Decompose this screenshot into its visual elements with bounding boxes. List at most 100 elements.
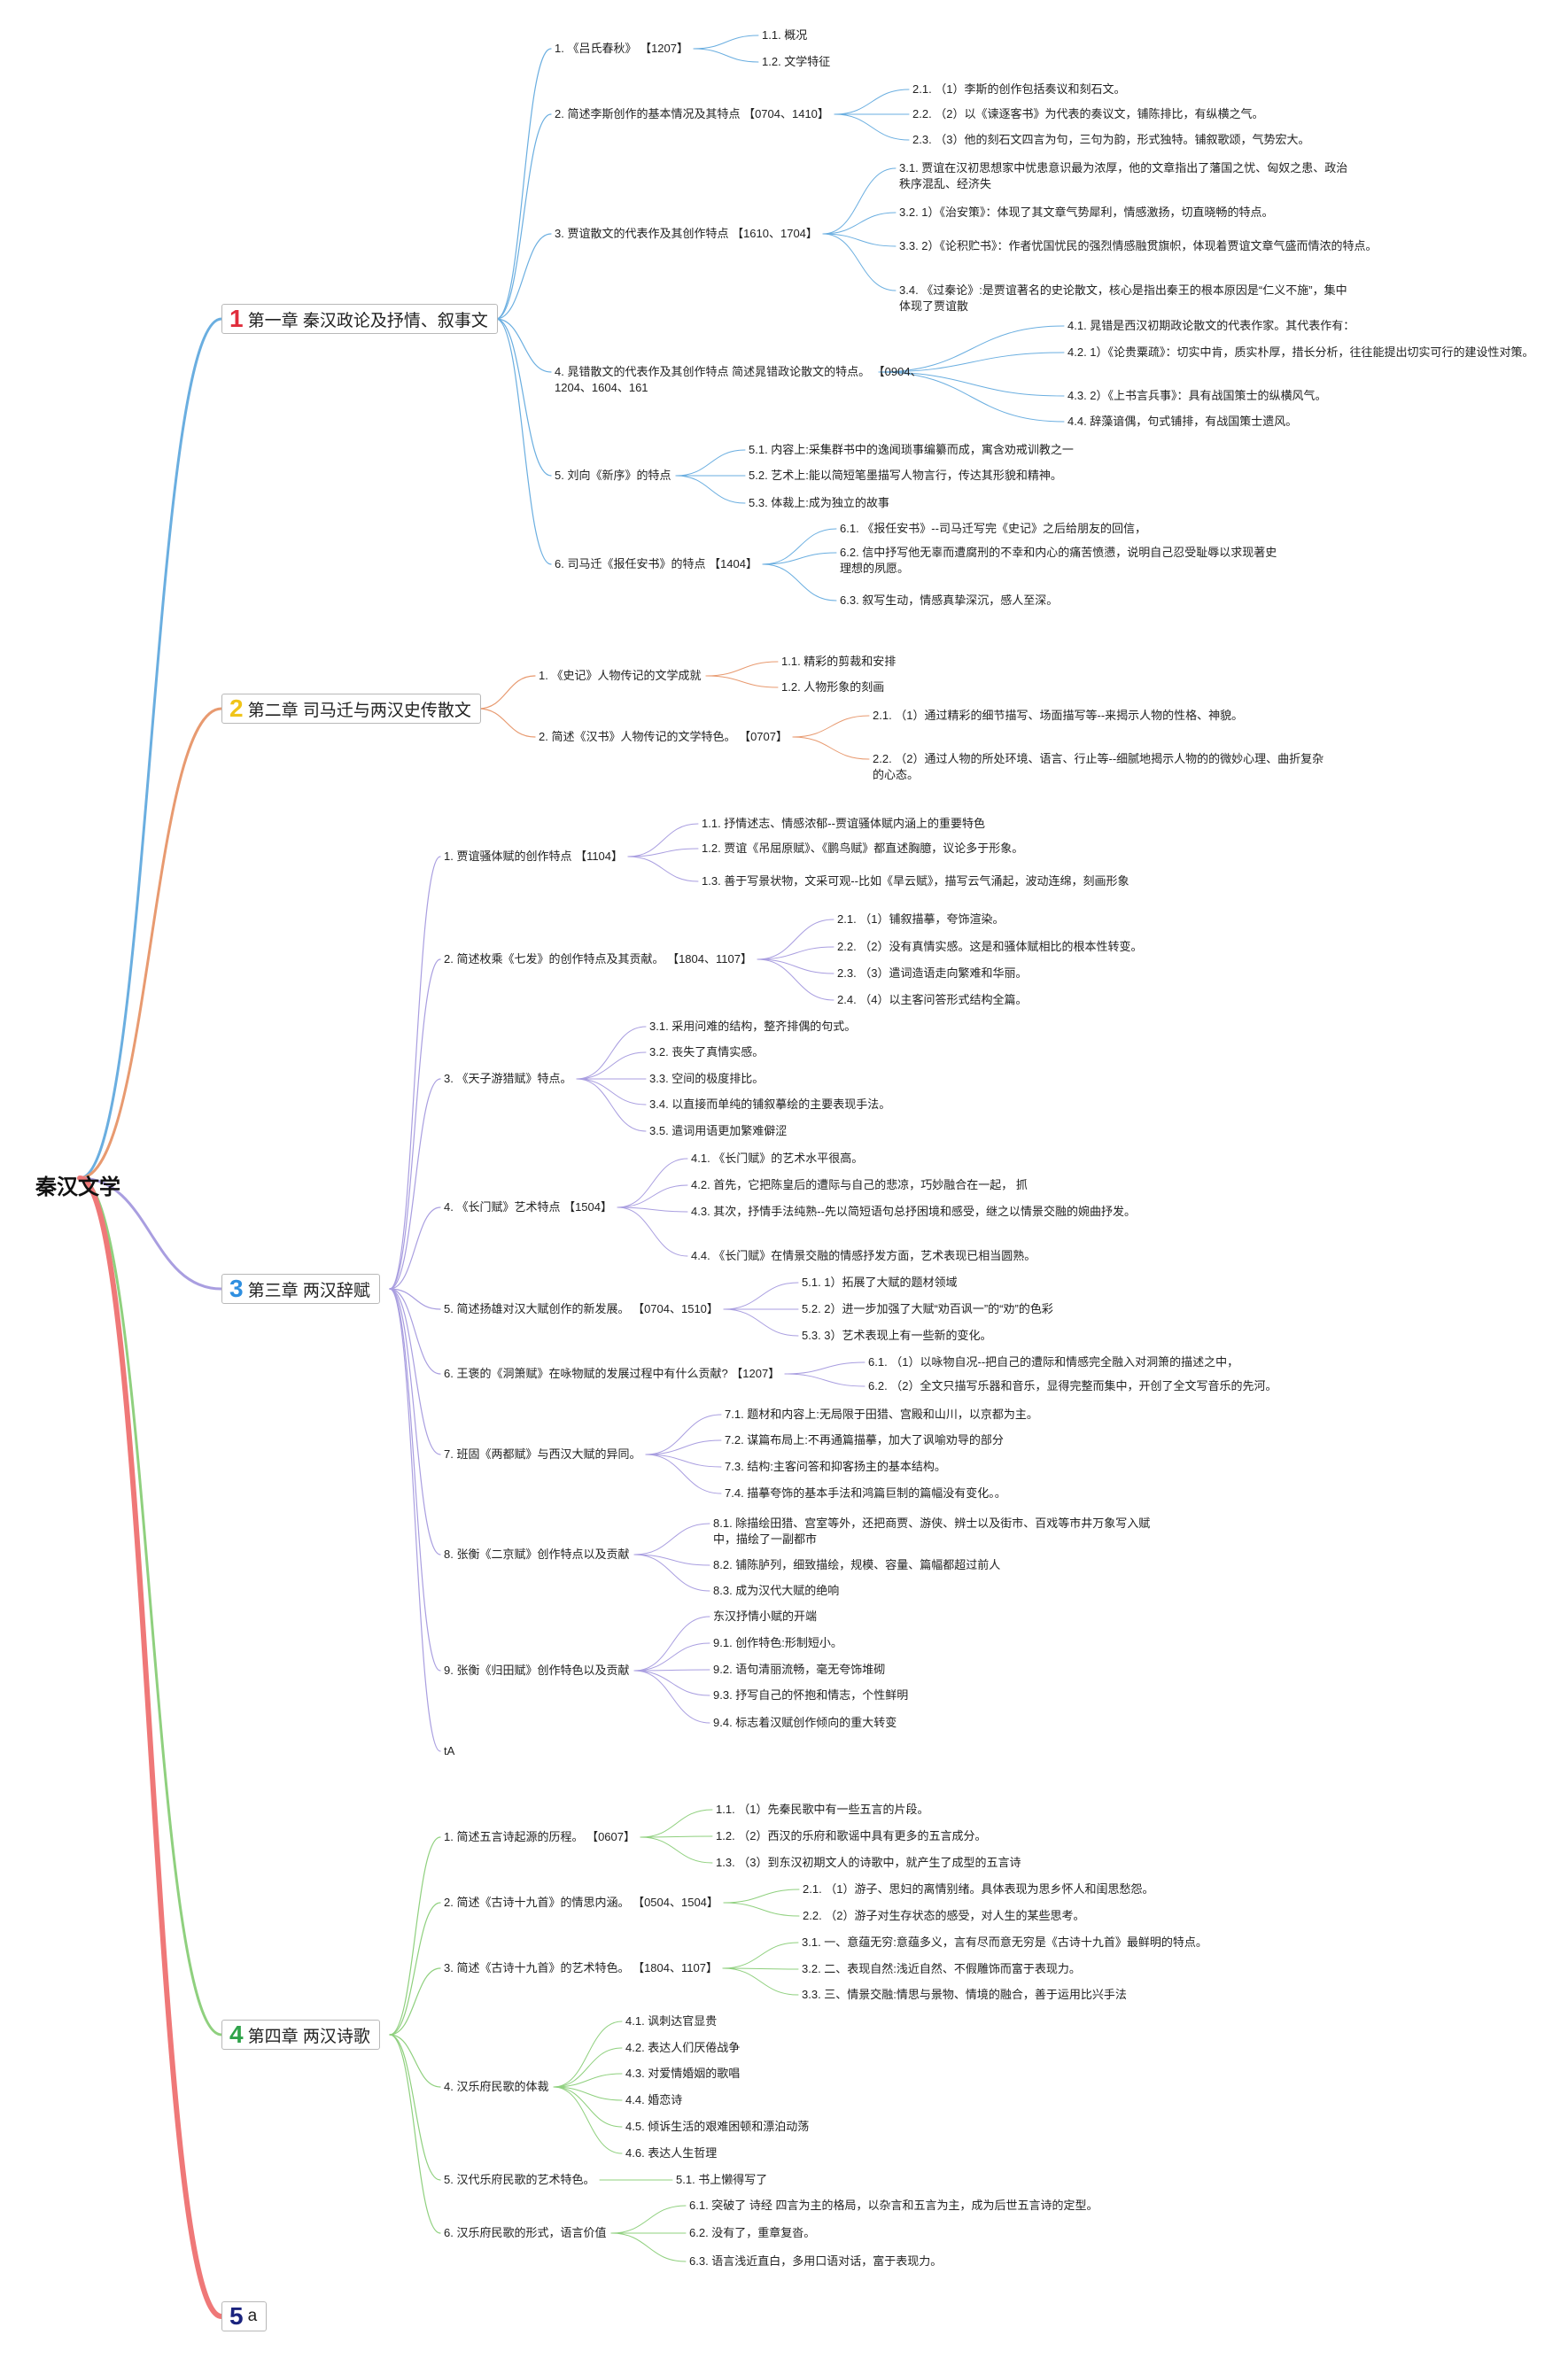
sub-item[interactable]: 2.4. （4）以主客问答形式结构全篇。 — [837, 993, 1028, 1006]
sub-item[interactable]: 5.1. 1）拓展了大赋的题材领域 — [802, 1276, 958, 1289]
sub-item[interactable]: 1.3. （3）到东汉初期文人的诗歌中，就产生了成型的五言诗 — [716, 1856, 1021, 1869]
sub-item[interactable]: 4.2. 首先，它把陈皇后的遭际与自己的悲凉，巧妙融合在一起， 抓 — [691, 1178, 1028, 1191]
sub-item[interactable]: 6.3. 叙写生动，情感真挚深沉，感人至深。 — [840, 593, 1059, 607]
sub-item[interactable]: 6.2. 信中抒写他无辜而遭腐刑的不幸和内心的痛苦愤懑，说明自己忍受耻辱以求现著… — [840, 546, 1277, 575]
sub-item[interactable]: 2.2. （2）以《谏逐客书》为代表的奏议文，铺陈排比，有纵横之气。 — [912, 107, 1264, 120]
sub-item[interactable]: 4.2. 表达人们厌倦战争 — [625, 2041, 741, 2054]
sub-item[interactable]: 4.3. 对爱情婚姻的歌唱 — [625, 2067, 741, 2080]
sub-item[interactable]: 1.2. 人物形象的刻画 — [781, 680, 885, 694]
sub-item[interactable]: 5.3. 3）艺术表现上有一些新的变化。 — [802, 1329, 992, 1342]
sub-item[interactable]: 5.3. 体裁上:成为独立的故事 — [749, 496, 889, 509]
sub-item[interactable]: 9.4. 标志着汉赋创作倾向的重大转变 — [713, 1716, 897, 1729]
section-item[interactable]: 6. 王褒的《洞箫赋》在咏物赋的发展过程中有什么贡献? 【1207】 — [444, 1367, 780, 1380]
sub-item[interactable]: 2.2. （2）没有真情实感。这是和骚体赋相比的根本性转变。 — [837, 940, 1143, 953]
sub-item[interactable]: 8.2. 铺陈胪列，细致描绘，规模、容量、篇幅都超过前人 — [713, 1558, 1001, 1571]
sub-item[interactable]: 3.1. 一、意蕴无穷:意蕴多义，言有尽而意无穷是《古诗十九首》最鲜明的特点。 — [802, 1935, 1207, 1949]
sub-item[interactable]: 1.2. 文学特征 — [762, 55, 831, 68]
section-item[interactable]: 1. 简述五言诗起源的历程。 【0607】 — [444, 1830, 635, 1843]
sub-item[interactable]: 9.3. 抒写自己的怀抱和情志，个性鲜明 — [713, 1688, 909, 1702]
section-item[interactable]: 7. 班固《两都赋》与西汉大赋的异同。 — [444, 1447, 641, 1461]
sub-item[interactable]: 4.1. 讽刺达官显贵 — [625, 2014, 718, 2028]
sub-item[interactable]: 6.1. （1）以咏物自况--把自己的遭际和情感完全融入对洞箫的描述之中， — [868, 1355, 1239, 1369]
sub-item[interactable]: 4.5. 倾诉生活的艰难困顿和漂泊动荡 — [625, 2120, 810, 2133]
sub-item[interactable]: 3.3. 三、情景交融:情思与景物、情境的融合，善于运用比兴手法 — [802, 1988, 1127, 2001]
sub-item[interactable]: 2.3. （3）他的刻石文四言为句，三句为韵，形式独特。铺叙歌颂，气势宏大。 — [912, 133, 1310, 146]
sub-item[interactable]: 6.1. 《报任安书》--司马迁写完《史记》之后给朋友的回信， — [840, 522, 1146, 535]
sub-item[interactable]: 1.1. 概况 — [762, 28, 808, 42]
sub-item[interactable]: 6.2. （2）全文只描写乐器和音乐，显得完整而集中，开创了全文写音乐的先河。 — [868, 1379, 1277, 1392]
sub-item[interactable]: 5.1. 内容上:采集群书中的逸闻琐事编纂而成，寓含劝戒训教之一 — [749, 443, 1074, 456]
sub-item[interactable]: 4.4. 辞藻谙偶，句式铺排，有战国策士遗风。 — [1067, 415, 1298, 428]
section-item[interactable]: 2. 简述《古诗十九首》的情思内涵。 【0504、1504】 — [444, 1896, 718, 1909]
sub-item[interactable]: 7.2. 谋篇布局上:不再通篇描摹，加大了讽喻劝导的部分 — [725, 1433, 1004, 1447]
sub-item[interactable]: 2.3. （3）遣词造语走向繁难和华丽。 — [837, 966, 1028, 980]
section-item[interactable]: tA — [444, 1744, 455, 1757]
sub-item[interactable]: 6.3. 语言浅近直白，多用口语对话，富于表现力。 — [689, 2254, 943, 2268]
sub-item[interactable]: 4.3. 其次，抒情手法纯熟--先以简短语句总抒困境和感受，继之以情景交融的婉曲… — [691, 1205, 1136, 1218]
sub-item[interactable]: 2.2. （2）通过人物的所处环境、语言、行止等--细腻地揭示人物的的微妙心理、… — [873, 752, 1324, 781]
section-item[interactable]: 2. 简述《汉书》人物传记的文学特色。 【0707】 — [539, 730, 788, 743]
sub-item[interactable]: 8.1. 除描绘田猎、宫室等外，还把商贾、游侠、辨士以及街市、百戏等市井万象写入… — [713, 1517, 1151, 1546]
section-item[interactable]: 6. 汉乐府民歌的形式，语言价值 — [444, 2226, 607, 2239]
sub-item[interactable]: 1.2. 贾谊《吊屈原赋》、《鹏鸟赋》都直述胸臆，议论多于形象。 — [702, 842, 1024, 855]
section-item[interactable]: 2. 简述李斯创作的基本情况及其特点 【0704、1410】 — [555, 107, 829, 120]
section-item[interactable]: 8. 张衡《二京赋》创作特点以及贡献 — [444, 1548, 630, 1561]
sub-item[interactable]: 1.1. 抒情述志、情感浓郁--贾谊骚体赋内涵上的重要特色 — [702, 817, 985, 830]
sub-item[interactable]: 4.3. 2）《上书言兵事》：具有战国策士的纵横风气。 — [1067, 389, 1327, 402]
section-item[interactable]: 1. 《吕氏春秋》 【1207】 — [555, 42, 688, 55]
sub-item[interactable]: 3.3. 空间的极度排比。 — [649, 1072, 765, 1085]
sub-item[interactable]: 5.1. 书上懒得写了 — [676, 2173, 768, 2186]
section-item[interactable]: 5. 刘向《新序》的特点 — [555, 469, 671, 482]
sub-item[interactable]: 东汉抒情小赋的开端 — [713, 1610, 818, 1623]
sub-item[interactable]: 3.4. 以直接而单纯的铺叙摹绘的主要表现手法。 — [649, 1098, 891, 1111]
sub-item[interactable]: 8.3. 成为汉代大赋的绝响 — [713, 1584, 840, 1597]
sub-item[interactable]: 2.1. （1）游子、思妇的离情别绪。具体表现为思乡怀人和闺思愁怨。 — [803, 1882, 1154, 1896]
section-item[interactable]: 5. 汉代乐府民歌的艺术特色。 — [444, 2173, 595, 2186]
sub-item[interactable]: 5.2. 艺术上:能以简短笔墨描写人物言行，传达其形貌和精神。 — [749, 469, 1062, 482]
sub-item[interactable]: 4.1. 晁错是西汉初期政论散文的代表作家。其代表作有： — [1067, 319, 1355, 332]
sub-item[interactable]: 2.1. （1）通过精彩的细节描写、场面描写等--来揭示人物的性格、神貌。 — [873, 709, 1244, 722]
sub-item[interactable]: 2.1. （1）李斯的创作包括奏议和刻石文。 — [912, 82, 1126, 96]
section-item[interactable]: 4. 《长门赋》艺术特点 【1504】 — [444, 1200, 612, 1214]
sub-item[interactable]: 3.4. 《过秦论》:是贾谊著名的史论散文，核心是指出秦王的根本原因是“仁义不施… — [899, 283, 1347, 313]
section-item[interactable]: 9. 张衡《归田赋》创作特色以及贡献 — [444, 1664, 630, 1677]
sub-item[interactable]: 3.2. 1）《治安策》：体现了其文章气势犀利，情感激扬，切直晓畅的特点。 — [899, 206, 1274, 219]
sub-item[interactable]: 9.2. 语句清丽流畅，毫无夸饰堆砌 — [713, 1663, 886, 1676]
sub-item[interactable]: 3.1. 采用问难的结构，整齐排偶的句式。 — [649, 1020, 857, 1033]
section-item[interactable]: 4. 晁错散文的代表作及其创作特点 简述晁错政论散文的特点。 【0904、120… — [555, 365, 922, 394]
sub-item[interactable]: 7.1. 题材和内容上:无局限于田猎、宫殿和山川，以京都为主。 — [725, 1408, 1038, 1421]
sub-item[interactable]: 6.1. 突破了 诗经 四言为主的格局，以杂言和五言为主，成为后世五言诗的定型。 — [689, 2199, 1098, 2212]
sub-item[interactable]: 3.2. 二、表现自然:浅近自然、不假雕饰而富于表现力。 — [802, 1962, 1081, 1975]
section-item[interactable]: 3. 《天子游猎赋》特点。 — [444, 1072, 572, 1085]
sub-item[interactable]: 1.1. （1）先秦民歌中有一些五言的片段。 — [716, 1803, 929, 1816]
sub-item[interactable]: 4.1. 《长门赋》的艺术水平很高。 — [691, 1152, 864, 1165]
sub-item[interactable]: 6.2. 没有了，重章复沓。 — [689, 2226, 816, 2239]
sub-item[interactable]: 4.4. 《长门赋》在情景交融的情感抒发方面，艺术表现已相当圆熟。 — [691, 1249, 1036, 1262]
sub-item[interactable]: 7.3. 结构:主客问答和抑客扬主的基本结构。 — [725, 1460, 946, 1473]
sub-item[interactable]: 2.1. （1）铺叙描摹，夸饰渲染。 — [837, 912, 1005, 926]
sub-item[interactable]: 1.1. 精彩的剪裁和安排 — [781, 655, 897, 668]
sub-item[interactable]: 7.4. 描摹夸饰的基本手法和鸿篇巨制的篇幅没有变化。。 — [725, 1486, 1006, 1500]
section-item[interactable]: 1. 贾谊骚体赋的创作特点 【1104】 — [444, 849, 624, 863]
section-item[interactable]: 1. 《史记》人物传记的文学成就 — [539, 669, 702, 682]
sub-item[interactable]: 3.2. 丧失了真情实感。 — [649, 1045, 765, 1059]
section-item[interactable]: 3. 简述《古诗十九首》的艺术特色。 【1804、1107】 — [444, 1961, 718, 1974]
sub-item[interactable]: 3.3. 2）《论积贮书》：作者忧国忧民的强烈情感融贯旗帜，体现着贾谊文章气盛而… — [899, 239, 1378, 252]
sub-item[interactable]: 3.1. 贾谊在汉初思想家中忧患意识最为浓厚，他的文章指出了藩国之忧、匈奴之患、… — [899, 161, 1348, 190]
section-item[interactable]: 5. 简述扬雄对汉大赋创作的新发展。 【0704、1510】 — [444, 1302, 718, 1315]
section-item[interactable]: 6. 司马迁《报任安书》的特点 【1404】 — [555, 557, 757, 570]
sub-item[interactable]: 1.2. （2）西汉的乐府和歌谣中具有更多的五言成分。 — [716, 1829, 987, 1842]
root-topic[interactable]: 秦汉文学 — [35, 1175, 120, 1199]
section-item[interactable]: 2. 简述枚乘《七发》的创作特点及其贡献。 【1804、1107】 — [444, 952, 752, 966]
sub-item[interactable]: 4.6. 表达人生哲理 — [625, 2146, 718, 2160]
section-item[interactable]: 3. 贾谊散文的代表作及其创作特点 【1610、1704】 — [555, 227, 818, 240]
sub-item[interactable]: 2.2. （2）游子对生存状态的感受，对人生的某些思考。 — [803, 1909, 1085, 1922]
sub-item[interactable]: 4.2. 1）《论贵粟疏》：切实中肯，质实朴厚，措长分析，往往能提出切实可行的建… — [1067, 345, 1534, 359]
sub-item[interactable]: 9.1. 创作特色:形制短小。 — [713, 1636, 842, 1649]
sub-item[interactable]: 5.2. 2）进一步加强了大赋“劝百讽一”的“劝”的色彩 — [802, 1302, 1053, 1315]
